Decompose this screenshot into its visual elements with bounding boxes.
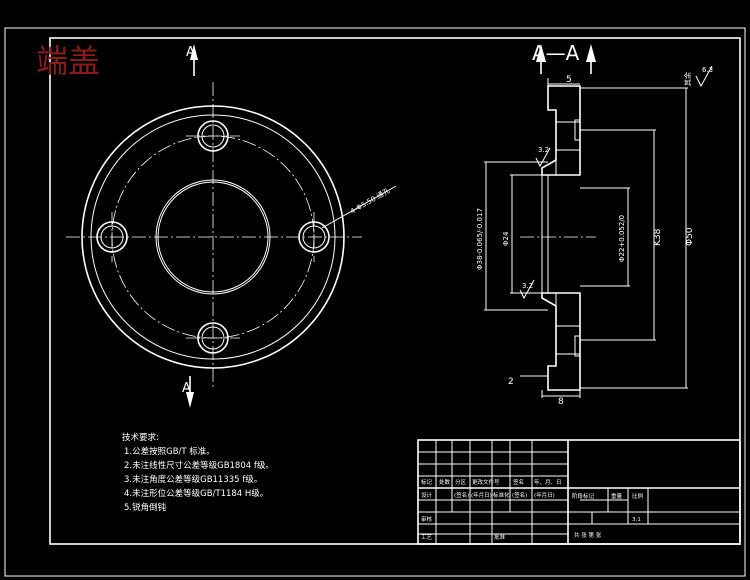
dim-2: 2 [508, 377, 514, 387]
tb-row2-col3: (年月日) [471, 491, 492, 499]
tb-row2-col4: 标准化 [493, 491, 510, 499]
tb-sheet: 共 张 第 张 [574, 531, 602, 539]
tb-row2-col5: (签名) [512, 491, 527, 499]
notes-line-2: 2.未注线性尺寸公差等级GB1804 f级。 [124, 460, 274, 471]
tb-row1-col2: 处数 [439, 478, 451, 486]
roughness-symbol-top: 6.3 其余 [683, 65, 713, 88]
tb-row1-col5: 签名 [513, 478, 524, 486]
dim-phi22: Φ22+0.052/0 [618, 215, 626, 262]
tb-stage-label: 阶段标记 [572, 492, 595, 500]
dim-phi38: Φ38-0.065/-0.017 [476, 208, 484, 270]
tb-row1-col3: 分区 [455, 478, 467, 486]
tb-scale-value: 3:1 [632, 517, 641, 523]
inner-frame [49, 37, 741, 545]
svg-text:3.2: 3.2 [538, 146, 549, 154]
section-cut-top [190, 44, 198, 76]
svg-text:3.2: 3.2 [522, 282, 533, 290]
tb-row2-col6: (年月日) [534, 491, 555, 499]
section-letter-bottom: A [182, 381, 191, 396]
section-arrow-left [536, 44, 546, 62]
outer-frame [4, 27, 746, 577]
tb-row1-col4: 更改文件号 [472, 478, 500, 486]
dim-8: 8 [558, 397, 564, 407]
tb-row1-col1: 标记 [421, 478, 433, 486]
tb-weight-label: 重量 [611, 492, 623, 500]
section-arrow-right [586, 44, 596, 62]
tb-row1-col6: 年、月、日 [534, 478, 562, 486]
tb-row2-col1: 设计 [421, 491, 433, 499]
dim-5: 5 [566, 75, 572, 85]
hole-callout-label: 4-Φ5.50 通孔 [349, 186, 392, 216]
dim-phi24: Φ24 [502, 231, 510, 246]
notes-line-3: 3.未注角度公差等级GB11335 f级。 [124, 474, 262, 485]
dim-phi50: Φ50 [685, 227, 695, 246]
notes-heading: 技术要求: [122, 432, 159, 443]
section-view: A—A [484, 41, 688, 398]
section-cut-bottom [186, 376, 194, 408]
roughness-symbol-1: 3.2 [535, 146, 551, 168]
notes-line-5: 5.锐角倒钝 [124, 502, 167, 513]
tb-check: 审核 [421, 515, 433, 523]
notes-line-4: 4.未注形位公差等级GB/T1184 H级。 [124, 488, 268, 499]
tb-process: 工艺 [421, 534, 433, 541]
tb-scale-label: 比例 [632, 492, 644, 500]
tb-row2-col2: (签名) [454, 491, 469, 499]
technical-notes: 技术要求: 1.公差按照GB/T 标准。 2.未注线性尺寸公差等级GB1804 … [122, 432, 274, 513]
title-block [417, 439, 741, 545]
tb-approve: 批准 [494, 533, 506, 541]
front-view: 4-Φ5.50 通孔 [66, 82, 397, 390]
notes-line-1: 1.公差按照GB/T 标准。 [124, 446, 215, 457]
section-letter-top: A [186, 45, 195, 60]
roughness-symbol-2: 3.2 [519, 279, 535, 300]
svg-text:其余: 其余 [683, 72, 692, 86]
dim-k38: K38 [653, 228, 663, 246]
drawing-title: 端盖 [36, 42, 100, 80]
svg-text:6.3: 6.3 [702, 66, 713, 74]
